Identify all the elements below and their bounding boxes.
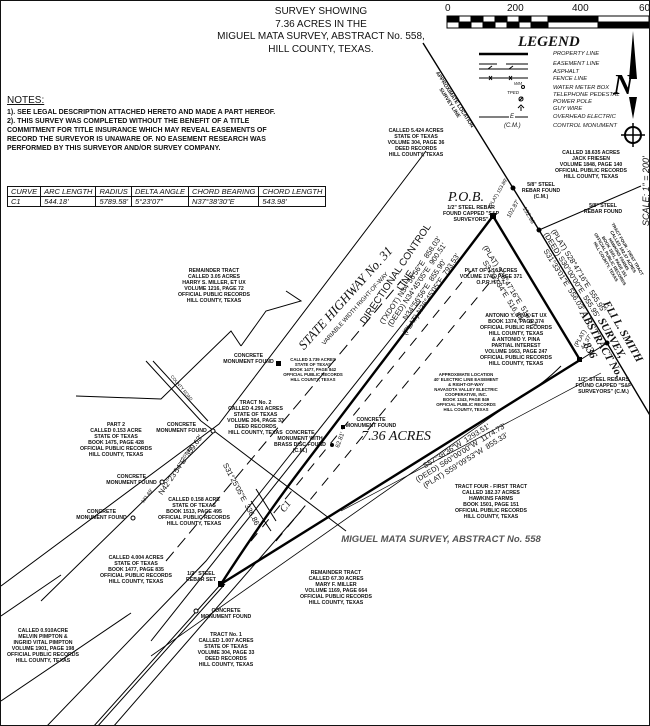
rebar-icon: [577, 357, 582, 362]
curve-table: CURVE ARC LENGTH RADIUS DELTA ANGLE CHOR…: [6, 186, 327, 207]
survey-title: SURVEY SHOWING 7.36 ACRES IN THE MIGUEL …: [217, 6, 425, 55]
survey-lines: [1, 42, 649, 725]
header-cell: CURVE: [6, 186, 42, 197]
header-cell: CHORD LENGTH: [258, 186, 327, 197]
legend-item: CONTROL MONUMENT: [553, 123, 617, 129]
concrete-monument-icon: [210, 428, 216, 434]
notes-heading: NOTES:: [7, 95, 45, 106]
scale-label: 600: [639, 3, 650, 14]
label-pina: ANTONIO Y. PINA, ET UX BOOK 1374, PAGE 3…: [480, 313, 552, 367]
label-plat-116: PLAT OF 1.16 ACRES VOLUME 1745, PAGE 371…: [459, 268, 523, 286]
cell: N37°38'30"E: [188, 196, 260, 207]
rebar-icon: [604, 340, 610, 346]
header-cell: CHORD BEARING: [188, 186, 260, 197]
table-row: C1 544.18' 5789.58' 5°23'07" N37°38'30"E…: [6, 196, 327, 207]
concrete-monument-icon: [341, 425, 345, 429]
label-brass-disc: CONCRETE MONUMENT WITH BRASS DISC FOUND …: [274, 430, 326, 454]
brass-disc-monument-icon: [330, 443, 334, 447]
scale-label: 200: [507, 3, 524, 14]
label-called-4004: CALLED 4.004 ACRES STATE OF TEXAS BOOK 1…: [100, 555, 172, 585]
scale-label: 0: [445, 3, 451, 14]
cell: 543.98': [258, 196, 327, 207]
label-concrete-monument: CONCRETE MONUMENT FOUND: [76, 509, 127, 521]
legend-item: WATER METER BOX: [553, 85, 610, 91]
scale-label: 400: [572, 3, 589, 14]
legend-item: OVERHEAD ELECTRIC: [553, 114, 616, 120]
cell: 5789.58': [95, 196, 133, 207]
label-rebar-cm: 5/8" STEEL REBAR FOUND (C.M.): [521, 182, 561, 200]
rebar-icon: [536, 227, 542, 233]
label-pob-rebar: 1/2" STEEL REBAR FOUND CAPPED "S&P SURVE…: [442, 205, 500, 223]
label-electric-easement: APPROXIMATE LOCATION 40' ELECTRIC LINE E…: [433, 372, 499, 412]
boundary-east-line: [491, 215, 582, 361]
acreage-label: 7.36 ACRES: [361, 429, 431, 444]
label-called-5424: CALLED 5.424 ACRES STATE OF TEXAS VOLUME…: [387, 128, 445, 158]
label-concrete-monument: CONCRETE MONUMENT FOUND: [106, 474, 157, 486]
label-tract-four: TRACT FOUR - FIRST TRACT CALLED 182.37 A…: [454, 484, 528, 520]
legend-title: LEGEND: [518, 34, 580, 50]
svg-text:N: N: [612, 70, 635, 101]
scale-text: SCALE: 1" = 200': [640, 156, 650, 227]
label-miller-6730: REMAINDER TRACT CALLED 67.30 ACRES MARY …: [300, 570, 372, 606]
label-concrete-monument: CONCRETE MONUMENT FOUND: [345, 417, 397, 429]
notes-text: 1). SEE LEGAL DESCRIPTION ATTACHED HERET…: [7, 109, 276, 153]
header-cell: DELTA ANGLE: [131, 186, 190, 197]
legend-item: FENCE LINE: [553, 76, 588, 82]
legend-item: TELEPHONE PEDESTAL: [553, 92, 620, 98]
legend-item: EASEMENT LINE: [553, 61, 600, 67]
concrete-monument-icon: [130, 515, 136, 521]
concrete-monument-icon: [276, 361, 281, 366]
control-monument-icon: (C.M.): [504, 123, 521, 129]
label-concrete-monument: CONCRETE MONUMENT FOUND: [200, 608, 252, 620]
label-concrete-monument: CONCRETE MONUMENT FOUND: [223, 353, 274, 365]
legend-item: POWER POLE: [553, 99, 592, 105]
rebar-cm-icon: [510, 185, 516, 191]
curve-table-header: CURVE ARC LENGTH RADIUS DELTA ANGLE CHOR…: [6, 186, 327, 197]
cell: 544.18': [40, 196, 97, 207]
overhead-electric-icon: E: [510, 114, 515, 120]
north-arrow-icon: N: [612, 31, 645, 147]
boundary-south-line: [220, 358, 581, 586]
cell: 5°23'07": [131, 196, 190, 207]
label-rebar: 5/8" STEEL REBAR FOUND: [583, 203, 623, 215]
label-pimpton: CALLED 0.910ACRE MELVIN PIMPTON & INGRID…: [7, 628, 79, 664]
pob-rebar-icon: [490, 213, 496, 219]
label-miller-305: REMAINDER TRACT CALLED 3.05 ACRES HARRY …: [178, 268, 250, 304]
rebar-set-icon: [218, 581, 224, 587]
header-cell: RADIUS: [95, 186, 133, 197]
label-tract-2: TRACT No. 2 CALLED 4.291 ACRES STATE OF …: [227, 400, 284, 436]
label-miguel-mata-survey: MIGUEL MATA SURVEY, ABSTRACT No. 558: [341, 534, 541, 545]
legend-item: ASPHALT: [553, 69, 579, 75]
label-jack-friesen: CALLED 18.635 ACRES JACK FRIESEN VOLUME …: [555, 150, 627, 180]
telephone-pedestal-icon: TPED: [507, 90, 520, 95]
legend-item: PROPERTY LINE: [553, 51, 600, 57]
label-called-0158: CALLED 0.158 ACRE STATE OF TEXAS BOOK 15…: [158, 497, 230, 527]
concrete-monument-icon: [193, 608, 199, 614]
concrete-monument-icon: [159, 479, 165, 485]
boundary-west-line-c1: [219, 215, 494, 585]
label-part-2: PART 2 CALLED 0.153 ACRE STATE OF TEXAS …: [80, 422, 152, 458]
monuments: [130, 185, 610, 614]
label-tract-1: TRACT No. 1 CALLED 1.007 ACRES STATE OF …: [197, 632, 255, 668]
pob-label: P.O.B.: [448, 190, 484, 205]
cell: C1: [6, 196, 42, 207]
label-rebars-se: 1/2" STEEL REBARS FOUND CAPPED "S&P SURV…: [575, 377, 632, 395]
label-called-3739: CALLED 3.739 ACRES STATE OF TEXAS BOOK 1…: [283, 357, 343, 382]
water-meter-icon: WM: [514, 81, 522, 86]
label-rebar-set: 1/2" STEEL REBAR SET: [186, 571, 216, 583]
label-concrete-monument: CONCRETE MONUMENT FOUND: [156, 422, 207, 434]
header-cell: ARC LENGTH: [40, 186, 97, 197]
property-boundary: [219, 215, 582, 586]
scale-bar: [446, 15, 649, 29]
legend-item: GUY WIRE: [553, 106, 583, 112]
legend-symbols: [479, 52, 528, 118]
